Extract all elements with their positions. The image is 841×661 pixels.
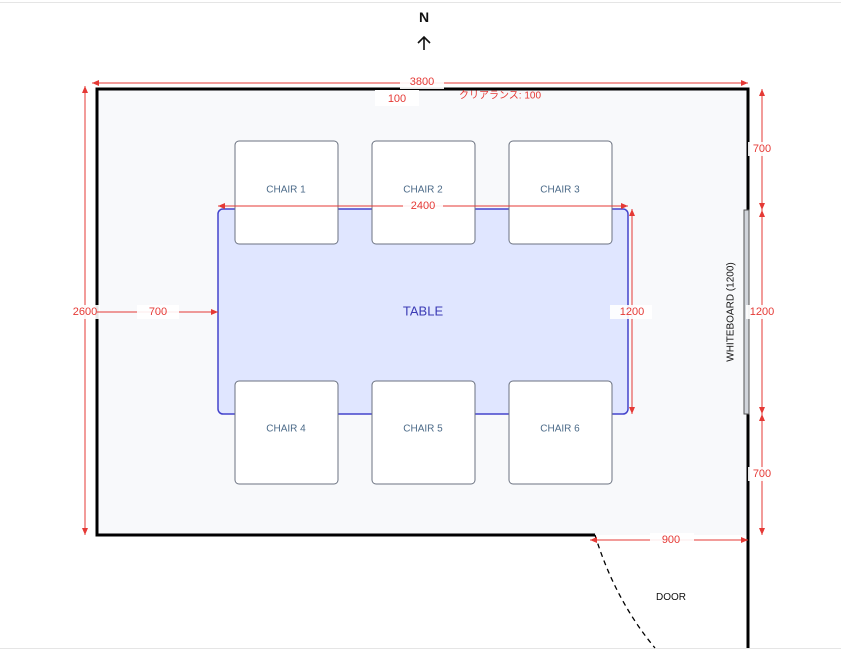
top-divider xyxy=(0,2,841,3)
chair-label: CHAIR 3 xyxy=(540,185,580,196)
svg-text:700: 700 xyxy=(753,143,771,155)
arrow-up-icon xyxy=(417,35,431,50)
chair-1[interactable]: CHAIR 1 xyxy=(234,140,339,245)
svg-text:900: 900 xyxy=(662,534,680,546)
chair-label: CHAIR 2 xyxy=(403,185,443,196)
dim-room-width: 3800 xyxy=(92,76,748,89)
dim-table-width: 2400 xyxy=(218,199,628,213)
whiteboard-label: WHITEBOARD (1200) xyxy=(726,262,737,361)
bottom-divider xyxy=(0,648,841,649)
svg-text:2600: 2600 xyxy=(73,306,97,318)
svg-text:1200: 1200 xyxy=(620,306,644,318)
chair-3[interactable]: CHAIR 3 xyxy=(508,140,613,245)
svg-text:700: 700 xyxy=(149,306,167,318)
svg-text:2400: 2400 xyxy=(411,200,435,212)
chair-5[interactable]: CHAIR 5 xyxy=(371,380,476,485)
door-label: DOOR xyxy=(656,592,686,603)
north-compass: N xyxy=(417,9,431,50)
dim-whiteboard: 700 1200 700 xyxy=(746,89,778,535)
north-label: N xyxy=(419,9,429,25)
chair-label: CHAIR 5 xyxy=(403,424,443,435)
door-swing-arc xyxy=(594,534,656,649)
chair-label: CHAIR 4 xyxy=(266,424,306,435)
svg-text:100: 100 xyxy=(388,93,406,105)
chair-6[interactable]: CHAIR 6 xyxy=(508,380,613,485)
dim-table-depth: 1200 xyxy=(610,209,652,414)
chair-4[interactable]: CHAIR 4 xyxy=(234,380,339,485)
dim-room-depth: 2600 xyxy=(70,86,100,535)
svg-text:700: 700 xyxy=(753,468,771,480)
chair-2[interactable]: CHAIR 2 xyxy=(371,140,476,245)
svg-text:3800: 3800 xyxy=(410,76,434,88)
svg-text:1200: 1200 xyxy=(750,306,774,318)
dim-table-offset: 700 xyxy=(97,305,218,319)
dim-door-width: 900 xyxy=(590,533,748,547)
svg-text:クリアランス: 100: クリアランス: 100 xyxy=(459,90,541,102)
chair-label: CHAIR 1 xyxy=(266,185,306,196)
chair-label: CHAIR 6 xyxy=(540,424,580,435)
table-label: TABLE xyxy=(403,303,444,318)
dim-clearance: 100 クリアランス: 100 xyxy=(375,90,541,106)
